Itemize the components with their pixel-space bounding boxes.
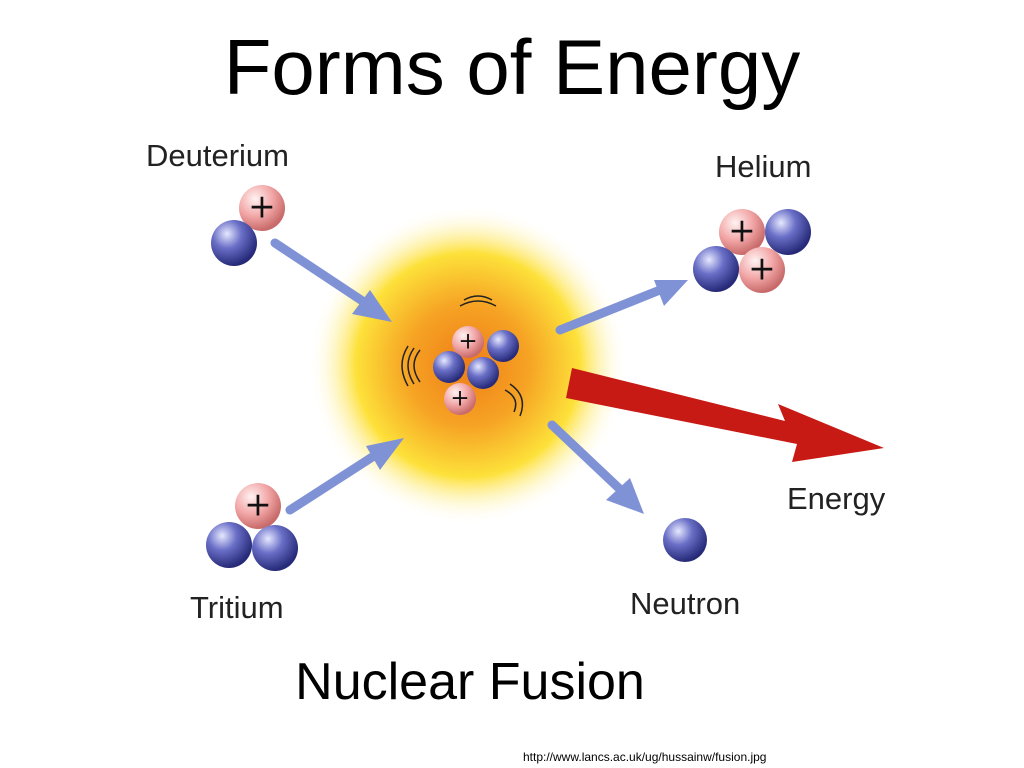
- center-neutron: [467, 357, 499, 389]
- proton-plus-sign: +: [244, 485, 272, 524]
- helium-neutron: [693, 246, 739, 292]
- vibration-marks: [401, 295, 524, 417]
- arrow-neutron-out: [547, 420, 644, 514]
- energy-arrow: [566, 368, 884, 462]
- center-neutron: [487, 330, 519, 362]
- helium-proton: +: [739, 247, 785, 293]
- fusion-glow: [308, 205, 628, 525]
- free-neutron: [663, 518, 707, 562]
- label-tritium: Tritium: [190, 590, 284, 625]
- label-energy: Energy: [787, 481, 886, 516]
- deuterium-proton: +: [239, 185, 285, 231]
- tritium-neutron: [252, 525, 298, 571]
- slide-title: Forms of Energy: [223, 23, 801, 111]
- proton-plus-sign: +: [450, 386, 469, 412]
- proton-plus-sign: +: [748, 249, 776, 288]
- slide-subtitle: Nuclear Fusion: [295, 653, 645, 711]
- helium-neutron: [765, 209, 811, 255]
- arrow-helium-out: [555, 280, 688, 335]
- proton-plus-sign: +: [248, 187, 276, 226]
- image-source: http://www.lancs.ac.uk/ug/hussainw/fusio…: [523, 750, 767, 764]
- center-proton: +: [444, 383, 476, 415]
- tritium-neutron: [206, 522, 252, 568]
- label-helium: Helium: [715, 149, 811, 184]
- proton-plus-sign: +: [458, 329, 477, 355]
- deuterium-neutron: [211, 220, 257, 266]
- label-neutron: Neutron: [630, 586, 740, 621]
- center-proton: +: [452, 326, 484, 358]
- label-deuterium: Deuterium: [146, 138, 289, 173]
- tritium-proton: +: [235, 483, 281, 529]
- center-neutron: [433, 351, 465, 383]
- helium-proton: +: [719, 209, 765, 255]
- arrow-tritium-in: [285, 438, 404, 515]
- proton-plus-sign: +: [728, 211, 756, 250]
- arrow-deuterium-in: [270, 238, 392, 322]
